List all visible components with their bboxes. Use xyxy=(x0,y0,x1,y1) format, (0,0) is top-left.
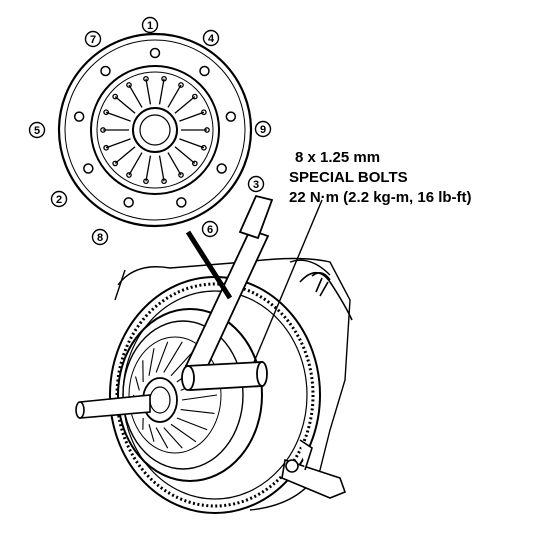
finger-tip xyxy=(201,109,207,116)
finger-tip xyxy=(161,178,167,185)
finger-tip xyxy=(112,160,119,167)
stand-bracket xyxy=(281,439,347,499)
svg-text:4: 4 xyxy=(208,33,215,45)
engine-block-outline xyxy=(114,257,351,511)
finger-tip xyxy=(191,160,198,167)
bolt-hole xyxy=(149,47,161,59)
svg-text:6: 6 xyxy=(207,224,213,236)
diaphragm-finger xyxy=(158,78,165,105)
sequence-label-2: 2 xyxy=(50,190,68,208)
bolt-sequence-labels: 1 4 7 5 9 2 3 8 xyxy=(28,16,272,246)
finger-tip xyxy=(201,144,207,151)
diaphragm-finger xyxy=(145,78,152,105)
sequence-label-6: 6 xyxy=(201,220,219,238)
diaphragm-finger-side xyxy=(163,341,183,373)
torque-callout: 8 x 1.25 mm SPECIAL BOLTS 22 N·m (2.2 kg… xyxy=(289,149,472,206)
diaphragm-finger-side xyxy=(176,417,208,431)
bolt-hole xyxy=(225,111,237,122)
finger-tip xyxy=(103,109,109,116)
sequence-label-9: 9 xyxy=(254,120,272,138)
bolt-holes xyxy=(73,47,237,208)
sequence-label-5: 5 xyxy=(28,121,46,139)
diaphragm-fingers xyxy=(100,75,210,185)
diaphragm-finger xyxy=(128,152,143,176)
diaphragm-finger xyxy=(105,138,131,149)
bolt-hole xyxy=(83,163,94,174)
svg-text:3: 3 xyxy=(253,179,259,191)
sequence-label-8: 8 xyxy=(91,228,109,246)
diaphragm-finger-side xyxy=(180,409,215,415)
svg-text:2: 2 xyxy=(56,194,62,206)
diaphragm-finger xyxy=(114,96,136,114)
diaphragm-finger-side xyxy=(170,423,197,443)
svg-text:7: 7 xyxy=(90,34,96,46)
callout-line-2: SPECIAL BOLTS xyxy=(289,169,408,186)
finger-tip xyxy=(191,93,198,100)
diaphragm-finger xyxy=(174,146,196,164)
bolt-hole xyxy=(100,65,111,77)
bolt-hole xyxy=(123,197,134,208)
diaphragm-finger xyxy=(179,138,205,149)
alignment-shaft xyxy=(75,394,151,419)
finger-tip xyxy=(126,82,132,88)
finger-tip xyxy=(103,144,109,151)
finger-tip xyxy=(178,172,184,178)
finger-tip xyxy=(100,127,106,133)
diaphragm-finger xyxy=(158,155,165,182)
pressure-plate-top-view xyxy=(57,32,253,228)
svg-text:5: 5 xyxy=(34,125,40,137)
diaphragm-finger-side xyxy=(181,394,218,401)
sequence-label-4: 4 xyxy=(202,29,220,47)
diaphragm-finger-side xyxy=(148,424,155,442)
bolt-hole xyxy=(73,111,85,122)
bolt-hole xyxy=(176,197,187,208)
diaphragm-finger xyxy=(167,84,182,108)
finger-tip xyxy=(178,82,184,88)
svg-text:8: 8 xyxy=(97,232,103,244)
leader-lines xyxy=(185,199,323,363)
finger-tip xyxy=(204,127,210,133)
diaphragm-finger-side xyxy=(163,427,183,449)
sequence-label-1: 1 xyxy=(141,16,159,34)
bolt-hole xyxy=(199,65,210,77)
finger-tip xyxy=(112,93,119,100)
finger-tip xyxy=(161,75,167,82)
bolt-hole xyxy=(216,163,227,174)
diaphragm-finger xyxy=(105,111,131,122)
torque-wrench xyxy=(181,194,274,391)
diaphragm-finger xyxy=(114,146,136,164)
diaphragm-finger-side xyxy=(148,348,155,376)
clutch-cover xyxy=(117,308,263,482)
finger-tip xyxy=(126,172,132,178)
svg-text:1: 1 xyxy=(147,20,153,32)
sequence-label-7: 7 xyxy=(84,30,102,48)
diaphragm-finger xyxy=(128,84,143,108)
diaphragm-finger xyxy=(174,96,196,114)
callout-line-1: 8 x 1.25 mm xyxy=(295,149,380,166)
diaphragm-finger-side xyxy=(135,376,140,391)
finger-tip xyxy=(143,178,149,185)
diaphragm-finger-side xyxy=(155,427,169,449)
diaphragm-finger xyxy=(167,152,182,176)
svg-text:9: 9 xyxy=(260,124,266,136)
hose xyxy=(299,271,353,321)
diaphragm-finger xyxy=(179,111,205,122)
diaphragm-finger-side xyxy=(155,341,169,373)
sequence-label-3: 3 xyxy=(247,175,265,193)
callout-line-3: 22 N·m (2.2 kg-m, 16 lb-ft) xyxy=(289,189,472,206)
diaphragm-finger xyxy=(145,155,152,182)
finger-tip xyxy=(143,75,149,82)
